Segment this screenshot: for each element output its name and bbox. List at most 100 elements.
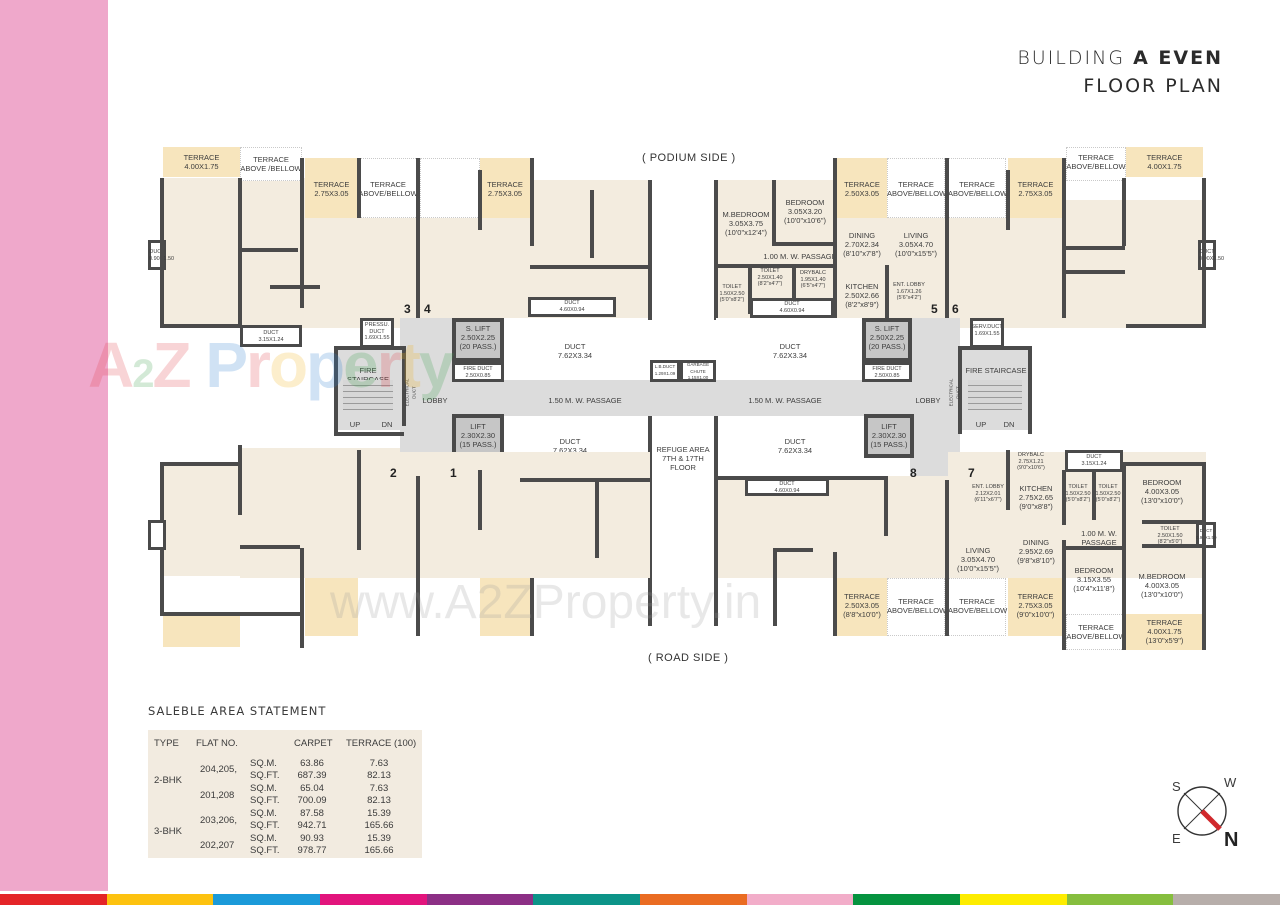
toilet-label: TOILET 2.50X1.50 (8'2"x5'0") [1157,526,1183,545]
wall [160,324,240,328]
unit: SQ.M. [250,758,277,769]
unit: SQ.FT. [250,845,280,856]
flat-8-terrace [837,578,887,636]
wall [958,346,1032,350]
carpet-value: 65.04 [300,783,324,794]
flat-number-5: 5 [931,302,938,316]
living-label: LIVING 3.05X4.70 (10'0"x15'5") [895,231,937,258]
fire-duct-label: FIRE DUCT 2.50X0.85 [463,366,493,379]
flat-5-terrace-above [887,158,945,218]
lobby-left-area [400,318,452,476]
unit: SQ.M. [250,833,277,844]
wall [885,265,889,318]
wall [1122,178,1126,246]
flat-number-7: 7 [968,466,975,480]
service-lift-label: S. LIFT 2.50X2.25 (20 PASS.) [868,324,906,351]
wall [520,478,650,482]
duct-label: DUCT 7.62X3.34 [557,342,593,360]
unit: SQ.M. [250,808,277,819]
carpet-value: 978.77 [297,845,327,856]
page-title: BUILDING A EVEN FLOOR PLAN [1017,44,1223,100]
terrace-value: 165.66 [364,820,394,831]
fire-duct-left [452,362,504,382]
wall [416,158,420,318]
wall [1142,520,1202,524]
header-terrace: TERRACE (100) [346,738,417,749]
terrace-label: TERRACE ABOVE/BELLOW [948,180,1008,198]
wall [1006,450,1010,510]
serv-duct-label: SERV.DUCT 1.69X1.55 [971,324,1003,337]
service-lift-left [452,318,504,362]
wall [402,346,406,426]
garbage-chute [680,360,716,382]
wall [1126,324,1206,328]
carpet-value: 87.58 [300,808,324,819]
wall [357,450,361,550]
bottom-color-strip [0,894,1280,905]
title-line-2: FLOOR PLAN [1083,75,1223,97]
duct-label: DUCT 4.60X0.94 [559,300,585,313]
terrace-top-left-b [305,158,358,218]
wall [772,242,834,246]
electrical-duct-label: ELECTRICAL DUCT [948,378,961,407]
duct-4-60-left [528,297,616,317]
passage-label: 1.00 M. W. PASSAGE [1081,529,1117,547]
terrace-label: TERRACE ABOVE/BELLOW [1066,623,1126,641]
header-flat-no: FLAT NO. [196,738,238,749]
toilet-label: TOILET 1.50X2.50 (5'0"x8'2") [719,284,745,303]
wall [240,545,300,549]
kitchen-label: KITCHEN 2.50X2.66 (8'2"x8'9") [844,282,880,309]
flat-8-terrace-above [887,578,945,636]
duct-label: DUCT 4.60X0.94 [779,301,805,314]
flat-7-terrace-b [1126,614,1203,650]
lb-duct [650,360,680,382]
strip-segment [0,894,107,905]
terrace-value: 7.63 [369,758,389,769]
duct-label: DUCT 0.90X1.50 [1199,249,1225,262]
compass-north: N [1224,829,1239,851]
lift-label: LIFT 2.30X2.30 (15 PASS.) [870,422,908,449]
unit: SQ.M. [250,783,277,794]
wall [1062,470,1066,525]
toilet-label: TOILET 2.50X1.40 (8'2"x4'7") [757,268,783,287]
duct-small-bottom-left [148,520,166,550]
terrace-value: 15.39 [367,808,391,819]
carpet-value: 700.09 [297,795,327,806]
carpet-value: 687.39 [297,770,327,781]
flat-no: 203,206, [200,815,237,826]
duct-label: DUCT 7.62X3.34 [552,437,588,455]
strip-segment [213,894,321,905]
duct-big-bottom-right [716,416,861,476]
carpet-value: 63.86 [300,758,324,769]
floor-plan: ( PODIUM SIDE ) ( ROAD SIDE ) TERRACE 4.… [88,147,1225,664]
compass-icon: S W E N [1168,775,1250,855]
terrace-label: TERRACE ABOVE/BELLOW [887,597,947,615]
wall [595,478,599,558]
bedroom-label: BEDROOM 3.15X3.55 (10'4"x11'8") [1073,566,1115,593]
flat-no: 204,205, [200,764,237,775]
area-statement-title: SALEBLE AREA STATEMENT [148,704,327,718]
terrace-label: TERRACE 2.75X3.05 [313,180,350,198]
terrace-top-left-c [480,158,530,218]
strip-segment [746,894,854,905]
flat-7-terrace-above-b [1066,614,1126,650]
duct-3-15 [240,325,302,347]
terrace-label: TERRACE 2.75X3.05 [487,180,523,198]
title-line-1: BUILDING A EVEN [1017,47,1223,69]
flat-2-floor-b [240,448,400,578]
wall [1202,178,1206,328]
lb-duct-label: L.B.DUCT 1.29X1.09 [654,364,676,376]
wall [1064,546,1124,550]
dining-label: DINING 2.95X2.69 (9'8"x8'10") [1017,538,1055,565]
wall [792,264,796,298]
terrace-label: TERRACE 4.00X1.75 [1146,153,1183,171]
flat-3-floor-b [300,218,420,328]
carpet-value: 942.71 [297,820,327,831]
wall [160,462,238,466]
wall [530,578,534,636]
wall [334,346,404,350]
duct-label: DUCT 7.62X3.34 [772,342,808,360]
passage-label: 1.50 M. W. PASSAGE [748,396,822,405]
wall [416,476,420,636]
living-label: LIVING 3.05X4.70 (10'0"x15'5") [957,546,999,573]
